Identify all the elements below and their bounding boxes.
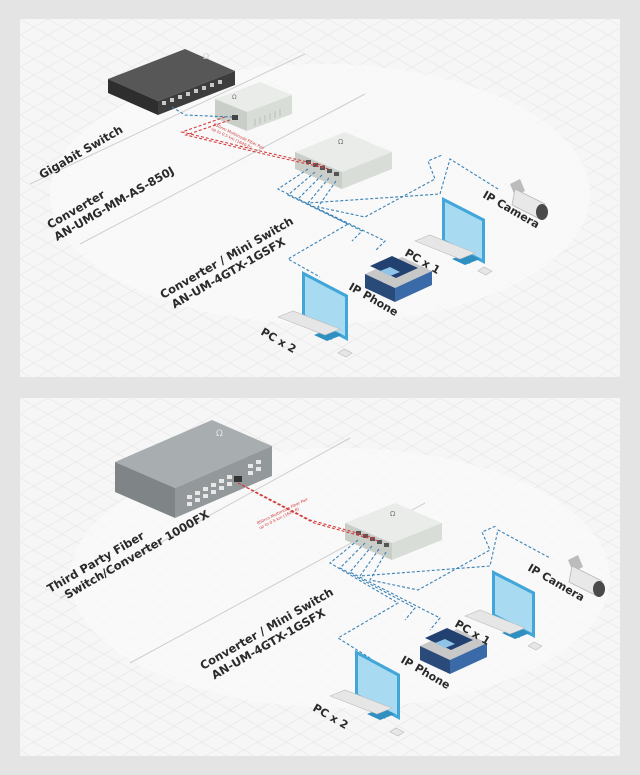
pc-x2-device <box>277 271 353 358</box>
separator-line <box>59 437 351 599</box>
svg-text:Ω: Ω <box>338 138 344 146</box>
pc-x1-device <box>414 197 493 276</box>
ip-camera-device <box>510 179 548 220</box>
diagram-canvas-top: Ω Ω Ω <box>20 19 620 377</box>
mini-switch-device: Ω <box>345 503 442 560</box>
converter-device: Ω <box>215 82 292 131</box>
diagram-panel-bottom: Ω Ω 850nm Multimode Fiber Pair up to 0.5… <box>20 398 620 756</box>
ip-camera-device <box>568 555 605 597</box>
mini-switch-device: Ω <box>295 132 392 189</box>
diagram-panel-top: Ω Ω Ω <box>20 19 620 377</box>
svg-text:Ω: Ω <box>232 94 237 101</box>
svg-text:Ω: Ω <box>203 52 209 61</box>
fiber-link <box>180 116 330 170</box>
ethernet-link <box>171 106 499 278</box>
svg-text:Ω: Ω <box>390 510 396 518</box>
diagram-canvas-bottom: Ω Ω 850nm Multimode Fiber Pair up to 0.5… <box>20 398 620 756</box>
pc-x1-device <box>464 570 543 651</box>
svg-text:Ω: Ω <box>216 429 223 439</box>
separator-line <box>79 93 366 245</box>
fiber-link <box>237 482 380 542</box>
separator-line <box>29 53 306 185</box>
ethernet-link <box>329 525 551 659</box>
gigabit-switch-device: Ω <box>108 49 235 115</box>
third-party-switch-device: Ω <box>115 420 272 518</box>
pc-x2-device <box>329 650 405 737</box>
ip-phone-device <box>365 256 432 302</box>
ip-phone-device <box>420 628 487 674</box>
